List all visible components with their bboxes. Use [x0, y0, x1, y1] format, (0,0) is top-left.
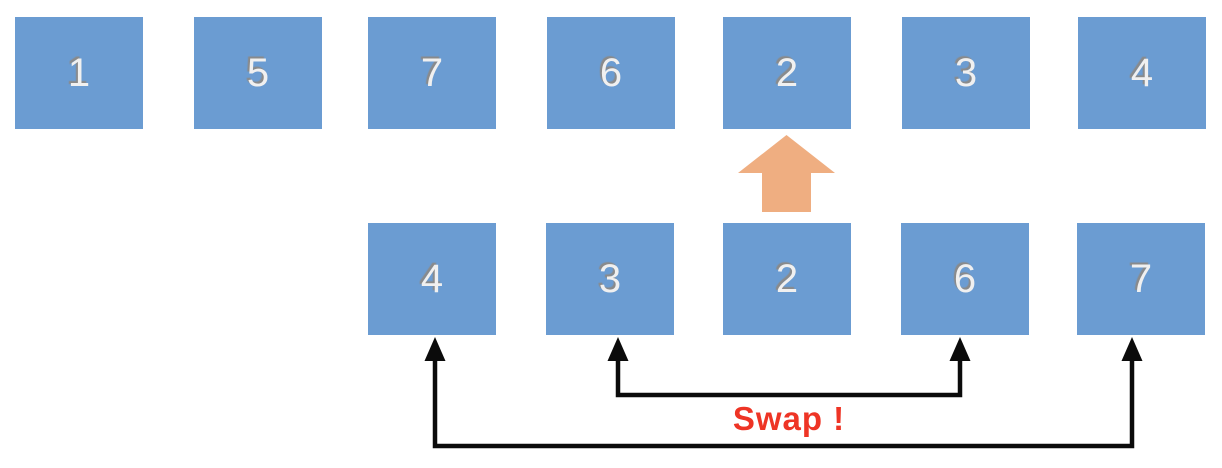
- cell-value: 2: [775, 257, 799, 301]
- cell-value: 3: [954, 51, 978, 95]
- cell-value: 6: [599, 51, 623, 95]
- cell-value: 4: [420, 257, 444, 301]
- array-cell-top-3: 7: [368, 17, 496, 129]
- array-cell-bottom-1: 4: [368, 223, 496, 335]
- array-cell-top-6: 3: [902, 17, 1030, 129]
- array-cell-top-7: 4: [1078, 17, 1206, 129]
- array-cell-top-4: 6: [547, 17, 675, 129]
- swap-connector-inner: [607, 337, 971, 398]
- cell-value: 5: [246, 51, 270, 95]
- cell-value: 3: [598, 257, 622, 301]
- array-cell-top-1: 1: [15, 17, 143, 129]
- swap-label: Swap !: [732, 400, 846, 437]
- array-cell-bottom-5: 7: [1077, 223, 1205, 335]
- cell-value: 1: [67, 51, 91, 95]
- cell-value: 7: [1129, 257, 1153, 301]
- cell-value: 2: [775, 51, 799, 95]
- cell-value: 6: [953, 257, 977, 301]
- array-cell-top-5: 2: [723, 17, 851, 129]
- cell-value: 7: [420, 51, 444, 95]
- array-cell-bottom-2: 3: [546, 223, 674, 335]
- array-cell-bottom-4: 6: [901, 223, 1029, 335]
- array-cell-bottom-3: 2: [723, 223, 851, 335]
- up-arrow-icon: [738, 135, 835, 212]
- array-cell-top-2: 5: [194, 17, 322, 129]
- cell-value: 4: [1130, 51, 1154, 95]
- swap-connector-outer: [424, 337, 1143, 449]
